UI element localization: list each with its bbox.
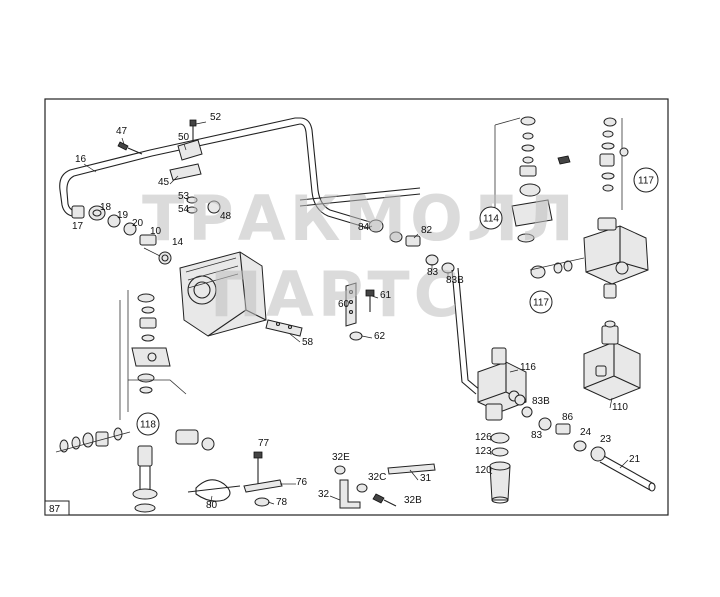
callout-p14: 14 — [172, 237, 184, 248]
callout-p16: 16 — [75, 154, 87, 165]
callout-p58: 58 — [302, 337, 314, 348]
callout-p53: 53 — [178, 191, 190, 202]
callout-p32: 32 — [318, 489, 330, 500]
callout-p123: 123 — [475, 446, 492, 457]
callout-p24: 24 — [580, 427, 592, 438]
callout-p20: 20 — [132, 218, 144, 229]
callout-p45: 45 — [158, 177, 170, 188]
circled-callout-c114: 114 — [479, 206, 503, 230]
callout-p48: 48 — [220, 211, 232, 222]
callout-p84: 84 — [358, 222, 370, 233]
callout-p83B: 83B — [446, 275, 464, 286]
page-number-box — [44, 500, 70, 516]
callout-p76: 76 — [296, 477, 308, 488]
callout-circle — [633, 167, 659, 193]
callout-p32B: 32B — [404, 495, 422, 506]
callout-p10: 10 — [150, 226, 162, 237]
callout-p82: 82 — [421, 225, 433, 236]
callout-p54: 54 — [178, 204, 190, 215]
callout-p80: 80 — [206, 500, 218, 511]
callout-p120: 120 — [475, 465, 492, 476]
callout-p60: 60 — [338, 299, 350, 310]
circled-callouts: 114 117 117 118 — [136, 167, 659, 436]
callout-p17: 17 — [72, 221, 84, 232]
circled-callout-c118: 118 — [136, 412, 160, 436]
callout-p83b: 83 — [531, 430, 543, 441]
callout-p52: 52 — [210, 112, 222, 123]
callout-p126: 126 — [475, 432, 492, 443]
callout-text: 118 — [140, 420, 156, 431]
callout-p77: 77 — [258, 438, 270, 449]
callout-circle — [529, 290, 553, 314]
callout-p110: 110 — [612, 402, 628, 413]
callout-text: 114 — [483, 214, 499, 225]
watermark-line-2: ПАРТС — [210, 258, 463, 331]
callout-circle — [136, 412, 160, 436]
callout-p21: 21 — [629, 454, 641, 465]
callout-p83a: 83 — [427, 267, 439, 278]
callout-p31: 31 — [420, 473, 432, 484]
circled-callout-c117C: 117 — [529, 290, 553, 314]
parts-drawing — [55, 116, 656, 513]
callout-p47: 47 — [116, 126, 128, 137]
callout-p83B2: 83B — [532, 396, 550, 407]
callout-circle — [479, 206, 503, 230]
callout-text: 117 — [638, 176, 654, 187]
page-number: 87 — [49, 504, 61, 515]
callout-p19: 19 — [117, 210, 129, 221]
callout-p23: 23 — [600, 434, 612, 445]
callout-p61: 61 — [380, 290, 392, 301]
callout-text: 117 — [533, 298, 549, 309]
callout-p86: 86 — [562, 412, 574, 423]
callout-p78: 78 — [276, 497, 288, 508]
callout-p62: 62 — [374, 331, 386, 342]
callout-p116: 116 — [520, 362, 536, 373]
callout-p50: 50 — [178, 132, 190, 143]
callout-p32E: 32E — [332, 452, 350, 463]
callout-p32C: 32C — [368, 472, 386, 483]
callout-p18: 18 — [100, 202, 112, 213]
circled-callout-c117: 117 — [633, 167, 659, 193]
watermark-line-1: ТРАКМОЛЛ — [142, 182, 578, 255]
